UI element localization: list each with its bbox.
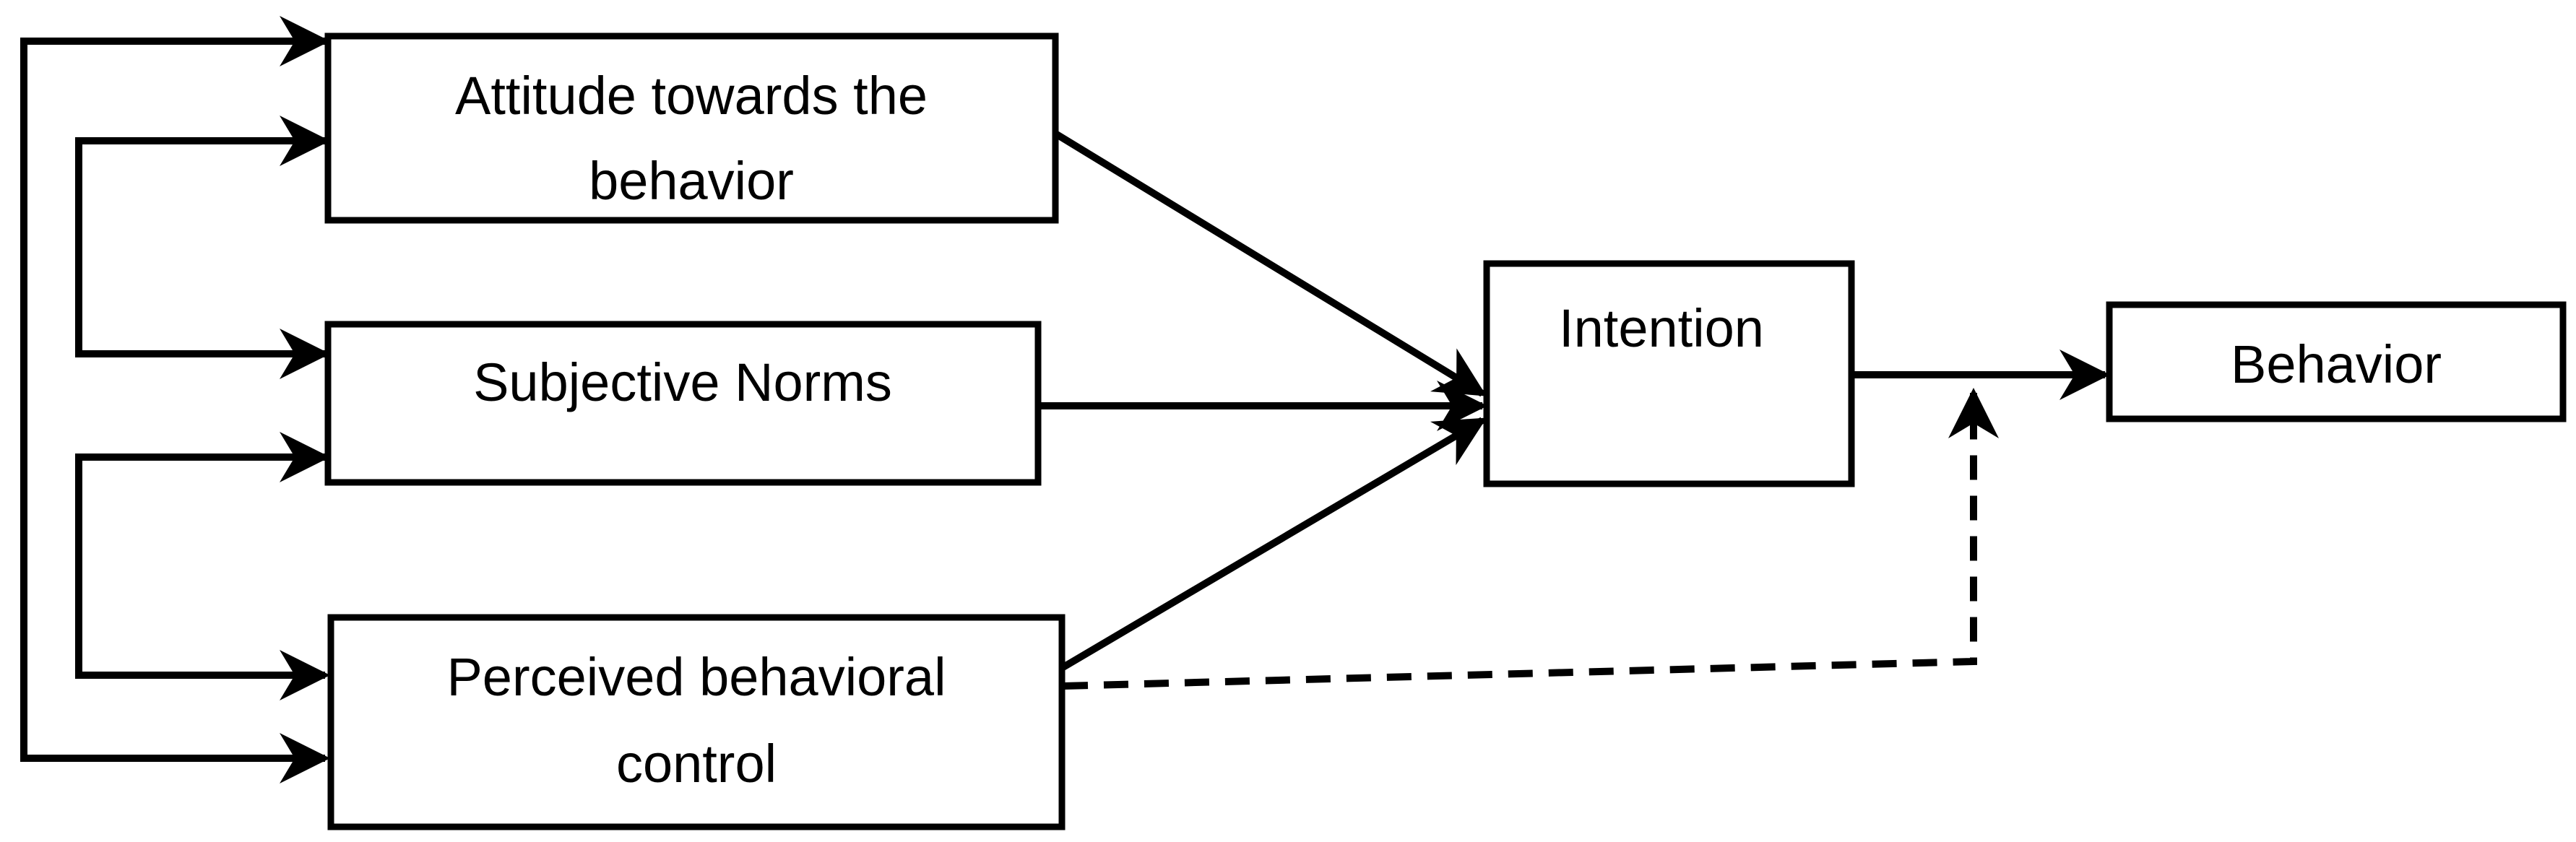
correlation-bracket-subjective-norms-pbc xyxy=(75,432,330,700)
correlation-bracket-attitude-pbc xyxy=(20,16,330,784)
node-intention-label: Intention xyxy=(1559,298,1764,358)
node-behavior-box xyxy=(2106,301,2567,422)
node-subjective-norms-box xyxy=(324,321,1042,486)
node-intention-box xyxy=(1483,260,1855,487)
node-pbc-label-line1: Perceived behavioral xyxy=(446,647,946,707)
correlation-bracket-attitude-subjective-norms xyxy=(75,116,330,379)
node-attitude-label-line1: Attitude towards the xyxy=(455,66,928,126)
edge-pbc-to-intention xyxy=(1060,417,1487,672)
node-behavior-label: Behavior xyxy=(2231,334,2442,394)
node-attitude-box xyxy=(324,32,1059,224)
node-attitude-label-line2: behavior xyxy=(589,151,794,211)
node-pbc-label-line2: control xyxy=(616,734,777,794)
edge-attitude-to-intention xyxy=(1053,130,1487,397)
node-pbc-box xyxy=(327,614,1066,830)
edge-pbc-dashed-to-behavior-link xyxy=(1063,388,1999,690)
node-subjective-norms-label: Subjective Norms xyxy=(473,352,892,412)
